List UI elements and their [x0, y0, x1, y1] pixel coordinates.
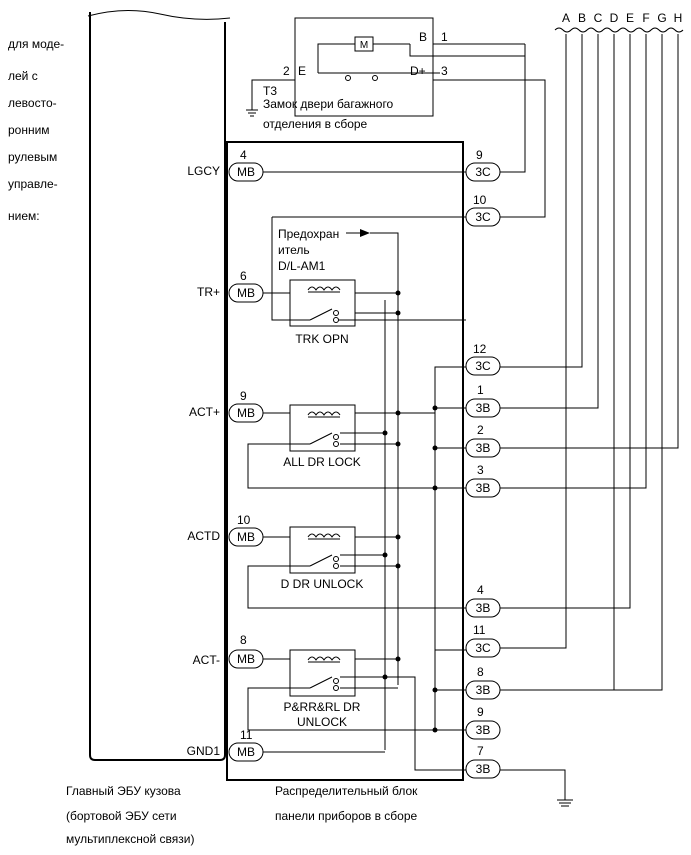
terminal-pin: 11: [240, 728, 253, 742]
pin-e-num: 2: [283, 64, 290, 78]
fuse-label: итель: [278, 243, 310, 257]
trunk-lock-box: [294, 17, 434, 117]
fuse-label: D/L-AM1: [278, 259, 326, 273]
terminal-name: ACTD: [187, 529, 220, 543]
fuse-label: Предохран: [278, 227, 339, 241]
interior-bus: [398, 405, 466, 733]
motor-symbol: M: [360, 40, 368, 51]
ecu-caption: (бортовой ЭБУ сети: [66, 809, 177, 823]
letter-label: C: [594, 11, 603, 25]
relay-label: UNLOCK: [297, 715, 347, 729]
relay-all-dr-lock: ALL DR LOCK: [247, 404, 466, 489]
ground-tag: T3: [263, 84, 277, 98]
wire-b: [500, 44, 526, 173]
terminal-pin: 6: [240, 269, 247, 283]
relay-label: ALL DR LOCK: [283, 455, 361, 469]
terminal-conn: MB: [237, 406, 255, 420]
letter-label: A: [562, 11, 570, 25]
conn-pin: 1: [477, 383, 484, 397]
harness-letters: A B C D E F G H: [554, 11, 684, 33]
note-line: лей с: [8, 69, 38, 83]
conn-code: 3B: [476, 401, 491, 415]
conn-pin: 8: [477, 665, 484, 679]
conn-pin: 3: [477, 463, 484, 477]
conn-code: 3B: [476, 601, 491, 615]
conn-pin: 9: [476, 148, 483, 162]
trunk-lock-assembly: M B 1 2 E D+ 3 T3 Замок двери багажного …: [246, 17, 535, 131]
terminal-conn: MB: [237, 745, 255, 759]
letter-label: F: [642, 11, 649, 25]
jb-caption: панели приборов в сборе: [275, 809, 418, 823]
conn-code: 3B: [476, 441, 491, 455]
conn-pin: 10: [473, 193, 487, 207]
conn-pin: 9: [477, 705, 484, 719]
terminal-conn: MB: [237, 165, 255, 179]
pin-dplus-num: 3: [441, 64, 448, 78]
pin-dplus-label: D+: [410, 64, 426, 78]
letter-label: B: [578, 11, 586, 25]
pin-b-num: 1: [441, 30, 448, 44]
right-connectors: 9 3C 10 3C 12 3C 1 3B 2 3B 3 3B 4 3B 11 …: [465, 148, 501, 779]
letter-label: G: [657, 11, 666, 25]
relay-label: TRK OPN: [295, 332, 348, 346]
conn-pin: 7: [477, 744, 484, 758]
letter-label: H: [674, 11, 683, 25]
harness-lines: [434, 34, 679, 730]
conn-code: 3B: [476, 481, 491, 495]
ground-symbol: [500, 769, 573, 807]
terminal-pin: 10: [237, 513, 251, 527]
conn-pin: 11: [473, 623, 486, 637]
terminal-pin: 4: [240, 148, 247, 162]
conn-code: 3C: [475, 359, 491, 373]
relay-label: D DR UNLOCK: [281, 577, 364, 591]
conn-code: 3C: [475, 210, 491, 224]
terminal-pin: 8: [240, 633, 247, 647]
note-line: рулевым: [8, 150, 57, 164]
ecu-terminals: LGCY 4 MB TR+ 6 MB ACT+ 9 MB ACTD 10 MB …: [187, 148, 264, 762]
conn-pin: 12: [473, 342, 487, 356]
terminal-name: LGCY: [187, 164, 220, 178]
pin-b-label: B: [419, 30, 427, 44]
terminal-conn: MB: [237, 652, 255, 666]
conn-code: 3C: [475, 641, 491, 655]
pin-e-label: E: [298, 64, 306, 78]
trunk-lock-caption: Замок двери багажного: [263, 97, 394, 111]
trunk-lock-caption: отделения в сборе: [263, 117, 368, 131]
note-line: управле-: [8, 177, 58, 191]
relay-p-rr-rl-dr-unlock: P&RR&RL DR UNLOCK: [247, 649, 466, 771]
letter-label: D: [610, 11, 619, 25]
note-line: нием:: [8, 209, 40, 223]
note-line: ронним: [8, 123, 50, 137]
wire-dplus: [500, 79, 546, 218]
terminal-name: ACT-: [193, 653, 220, 667]
jb-caption: Распределительный блок: [275, 784, 418, 798]
relay-trk-opn: TRK OPN: [263, 279, 466, 346]
conn-pin: 4: [477, 583, 484, 597]
conn-pin: 2: [477, 423, 484, 437]
ecu-caption: Главный ЭБУ кузова: [66, 784, 181, 798]
lhd-note: для моде- лей с левосто- ронним рулевым …: [8, 37, 64, 223]
terminal-name: TR+: [197, 285, 220, 299]
terminal-name: ACT+: [189, 405, 220, 419]
conn-code: 3B: [476, 723, 491, 737]
note-line: левосто-: [8, 96, 57, 110]
terminal-conn: MB: [237, 286, 255, 300]
terminal-name: GND1: [187, 744, 221, 758]
conn-code: 3C: [475, 165, 491, 179]
junction-block: [226, 141, 464, 781]
ecu-caption: мультиплексной связи): [66, 832, 194, 846]
conn-code: 3B: [476, 683, 491, 697]
letter-label: E: [626, 11, 634, 25]
main-body-ecu: [87, 9, 231, 761]
terminal-conn: MB: [237, 530, 255, 544]
relay-d-dr-unlock: D DR UNLOCK: [247, 526, 466, 609]
relay-label: P&RR&RL DR: [284, 700, 361, 714]
conn-code: 3B: [476, 762, 491, 776]
fuse-d-l-am1: Предохран итель D/L-AM1: [271, 216, 466, 685]
terminal-pin: 9: [240, 389, 247, 403]
note-line: для моде-: [8, 37, 64, 51]
